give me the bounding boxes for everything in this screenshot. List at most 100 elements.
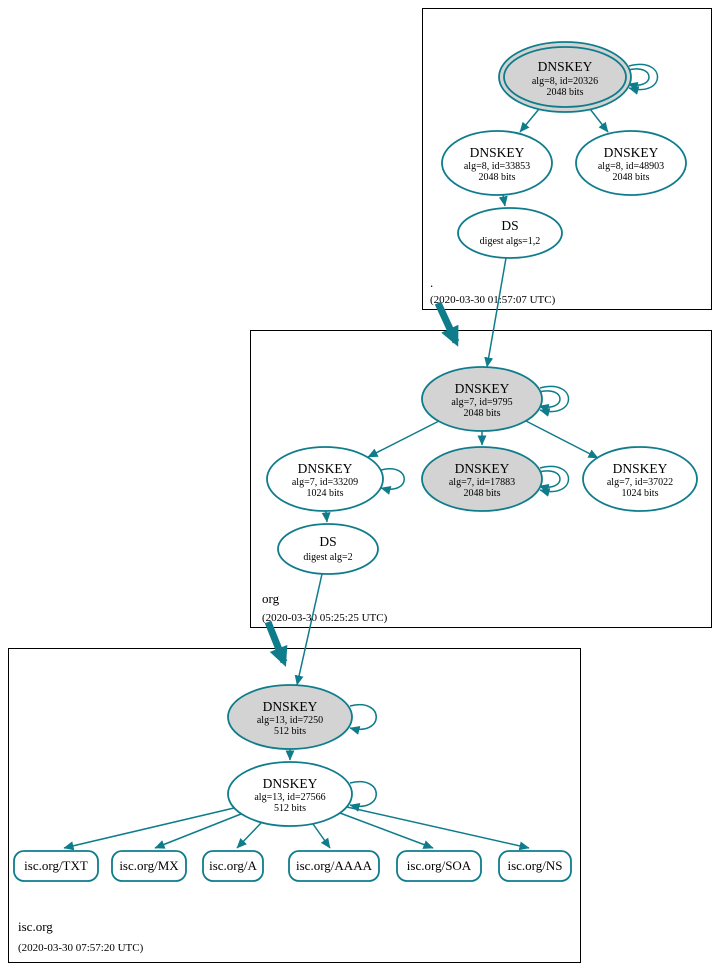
- edge-org-zsk-to-ds: [321, 510, 331, 523]
- rrset-isc-a-box: [202, 850, 264, 882]
- rrset-isc-soa-label: isc.org/SOA: [407, 858, 472, 873]
- rrset-isc-ns-label: isc.org/NS: [507, 858, 562, 873]
- dnskey-root-zsk-33853-bits: 2048 bits: [479, 172, 516, 183]
- ds-org-in-root[interactable]: DS digest algs=1,2: [457, 207, 563, 259]
- edge-isc-ksk-selfloop: [349, 703, 377, 735]
- dnskey-root-ksk-inner-ring: [503, 46, 627, 108]
- dnskey-org-ksk-17883-ellipse: [421, 446, 543, 512]
- dnskey-org-zsk-33209-meta: alg=7, id=33209: [292, 477, 358, 488]
- edge-isc-zsk-to-a: [236, 821, 263, 849]
- dnskey-org-zsk-37022-ellipse: [582, 446, 698, 512]
- dnskey-isc-zsk-27566-bits: 512 bits: [274, 803, 306, 814]
- dnskey-org-ksk-17883[interactable]: DNSKEY alg=7, id=17883 2048 bits: [421, 446, 543, 512]
- dnskey-root-zsk-48903-ellipse: [575, 130, 687, 196]
- dnskey-root-zsk-48903[interactable]: DNSKEY alg=8, id=48903 2048 bits: [575, 130, 687, 196]
- edge-isc-zsk-to-txt: [63, 807, 235, 851]
- zone-isc-timestamp: (2020-03-30 07:57:20 UTC): [18, 942, 144, 954]
- edge-root-ksk-selfloop-outer: [628, 63, 659, 95]
- dnskey-org-ksk-17883-bits: 2048 bits: [464, 488, 501, 499]
- rrset-isc-mx-label: isc.org/MX: [119, 858, 179, 873]
- dnskey-org-ksk-9795[interactable]: DNSKEY alg=7, id=9795 2048 bits: [421, 366, 543, 432]
- edge-ds-root-to-org-ksk: [484, 257, 507, 368]
- zone-isc-box: [8, 648, 581, 963]
- ds-org-meta: digest algs=1,2: [480, 236, 541, 247]
- dnskey-isc-zsk-27566-title: DNSKEY: [263, 776, 318, 791]
- rrset-isc-ns[interactable]: isc.org/NS: [498, 850, 572, 882]
- rrset-isc-txt-label: isc.org/TXT: [24, 858, 88, 873]
- edge-org-ksk-selfloop-inner: [538, 390, 561, 413]
- rrset-isc-mx-box: [111, 850, 187, 882]
- dnskey-org-ksk-9795-ellipse: [421, 366, 543, 432]
- edge-org-ksk-to-zsk-33209: [367, 420, 440, 458]
- rrset-isc-txt[interactable]: isc.org/TXT: [13, 850, 99, 882]
- zone-org: org (2020-03-30 05:25:25 UTC) DNSKEY alg…: [250, 330, 712, 628]
- delegation-arrow-org-to-isc: [264, 620, 288, 667]
- dnskey-isc-ksk-7250[interactable]: DNSKEY alg=13, id=7250 512 bits: [227, 684, 353, 750]
- edge-isc-zsk-selfloop: [349, 780, 377, 812]
- dnskey-org-zsk-37022-bits: 1024 bits: [622, 488, 659, 499]
- edge-org-zsk-33209-selfloop: [380, 468, 405, 495]
- rrset-isc-aaaa[interactable]: isc.org/AAAA: [288, 850, 380, 882]
- dnskey-org-ksk-9795-bits: 2048 bits: [464, 408, 501, 419]
- rrset-isc-soa[interactable]: isc.org/SOA: [396, 850, 482, 882]
- dnskey-org-zsk-37022[interactable]: DNSKEY alg=7, id=37022 1024 bits: [582, 446, 698, 512]
- dnskey-org-zsk-33209-ellipse: [266, 446, 384, 512]
- zone-root: . (2020-03-30 01:57:07 UTC) DNSKEY alg=8…: [422, 8, 712, 310]
- edge-root-ksk-selfloop-inner: [627, 68, 650, 91]
- dnskey-isc-zsk-27566[interactable]: DNSKEY alg=13, id=27566 512 bits: [227, 761, 353, 827]
- edge-root-ksk-to-zsk-48903: [589, 108, 609, 133]
- edge-root-ksk-to-zsk-33853: [519, 108, 540, 133]
- dnskey-org-zsk-37022-title: DNSKEY: [613, 461, 668, 476]
- dnskey-org-zsk-33209[interactable]: DNSKEY alg=7, id=33209 1024 bits: [266, 446, 384, 512]
- dnskey-isc-zsk-27566-meta: alg=13, id=27566: [254, 792, 325, 803]
- dnskey-root-zsk-48903-meta: alg=8, id=48903: [598, 161, 664, 172]
- dnskey-root-zsk-33853-ellipse: [441, 130, 553, 196]
- zone-isc: isc.org (2020-03-30 07:57:20 UTC) DNSKEY…: [8, 648, 581, 963]
- zone-org-label: org: [262, 591, 280, 606]
- rrset-isc-aaaa-box: [288, 850, 380, 882]
- edge-root-zsk-to-ds: [498, 194, 508, 207]
- delegation-arrow-root-to-org: [434, 301, 460, 347]
- ds-org-ellipse: [457, 207, 563, 259]
- dnskey-isc-ksk-7250-bits: 512 bits: [274, 726, 306, 737]
- edge-org-ksk-to-zsk-37022: [525, 420, 599, 459]
- dnskey-isc-ksk-7250-title: DNSKEY: [263, 699, 318, 714]
- dnskey-isc-ksk-7250-ellipse: [227, 684, 353, 750]
- edge-isc-zsk-to-soa: [339, 812, 434, 849]
- ds-isc-meta: digest alg=2: [303, 552, 352, 563]
- edge-isc-zsk-to-aaaa: [312, 823, 331, 849]
- edge-isc-zsk-to-mx: [154, 813, 242, 849]
- dnskey-org-ksk-17883-title: DNSKEY: [455, 461, 510, 476]
- edge-org-ksk-17883-selfloop-outer: [539, 465, 570, 497]
- dnskey-root-zsk-48903-bits: 2048 bits: [613, 172, 650, 183]
- zone-org-box: [250, 330, 712, 628]
- ds-org-title: DS: [501, 218, 518, 233]
- dnskey-root-ksk-bits: 2048 bits: [547, 87, 584, 98]
- dnskey-root-ksk-ellipse: [498, 41, 632, 113]
- rrset-isc-a-label: isc.org/A: [209, 858, 257, 873]
- rrset-isc-soa-box: [396, 850, 482, 882]
- dnskey-org-zsk-33209-title: DNSKEY: [298, 461, 353, 476]
- rrset-isc-mx[interactable]: isc.org/MX: [111, 850, 187, 882]
- edge-ds-org-to-isc-ksk: [294, 573, 323, 686]
- edge-org-ksk-17883-selfloop-inner: [538, 470, 561, 493]
- dnskey-root-ksk-title: DNSKEY: [538, 59, 593, 74]
- dnskey-org-zsk-33209-bits: 1024 bits: [307, 488, 344, 499]
- zone-isc-label: isc.org: [18, 919, 53, 934]
- ds-isc-in-org[interactable]: DS digest alg=2: [277, 523, 379, 575]
- dnskey-root-ksk-meta: alg=8, id=20326: [532, 76, 598, 87]
- delegation-edges: [264, 257, 507, 686]
- dnskey-root-zsk-33853[interactable]: DNSKEY alg=8, id=33853 2048 bits: [441, 130, 553, 196]
- dnskey-org-ksk-17883-meta: alg=7, id=17883: [449, 477, 515, 488]
- dnskey-org-ksk-9795-meta: alg=7, id=9795: [451, 397, 512, 408]
- rrset-isc-a[interactable]: isc.org/A: [202, 850, 264, 882]
- edge-org-ksk-selfloop-outer: [539, 385, 570, 417]
- dnskey-org-ksk-9795-title: DNSKEY: [455, 381, 510, 396]
- rrset-isc-aaaa-label: isc.org/AAAA: [296, 858, 373, 873]
- ds-isc-title: DS: [319, 534, 336, 549]
- dnskey-root-ksk-20326[interactable]: DNSKEY alg=8, id=20326 2048 bits: [498, 41, 632, 113]
- dnskey-root-zsk-48903-title: DNSKEY: [604, 145, 659, 160]
- zone-root-box: [422, 8, 712, 310]
